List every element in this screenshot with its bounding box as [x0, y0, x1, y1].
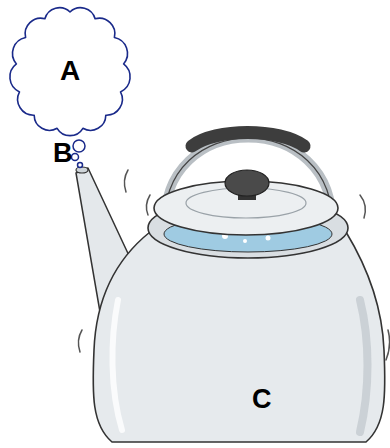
body-shadow — [360, 300, 368, 432]
steam-bubbles — [72, 140, 86, 168]
handle-grip — [192, 133, 304, 147]
lid-knob — [225, 170, 269, 196]
part-letter: B — [53, 140, 73, 167]
water-bubble — [266, 236, 271, 241]
spout-tip — [76, 167, 88, 173]
node-text: A — [6, 2, 134, 140]
kettle-body — [93, 232, 385, 442]
part-letter: C — [252, 386, 272, 413]
cloud-bubble: A — [6, 2, 134, 140]
water-bubble — [243, 239, 247, 243]
body-highlight — [112, 300, 122, 430]
